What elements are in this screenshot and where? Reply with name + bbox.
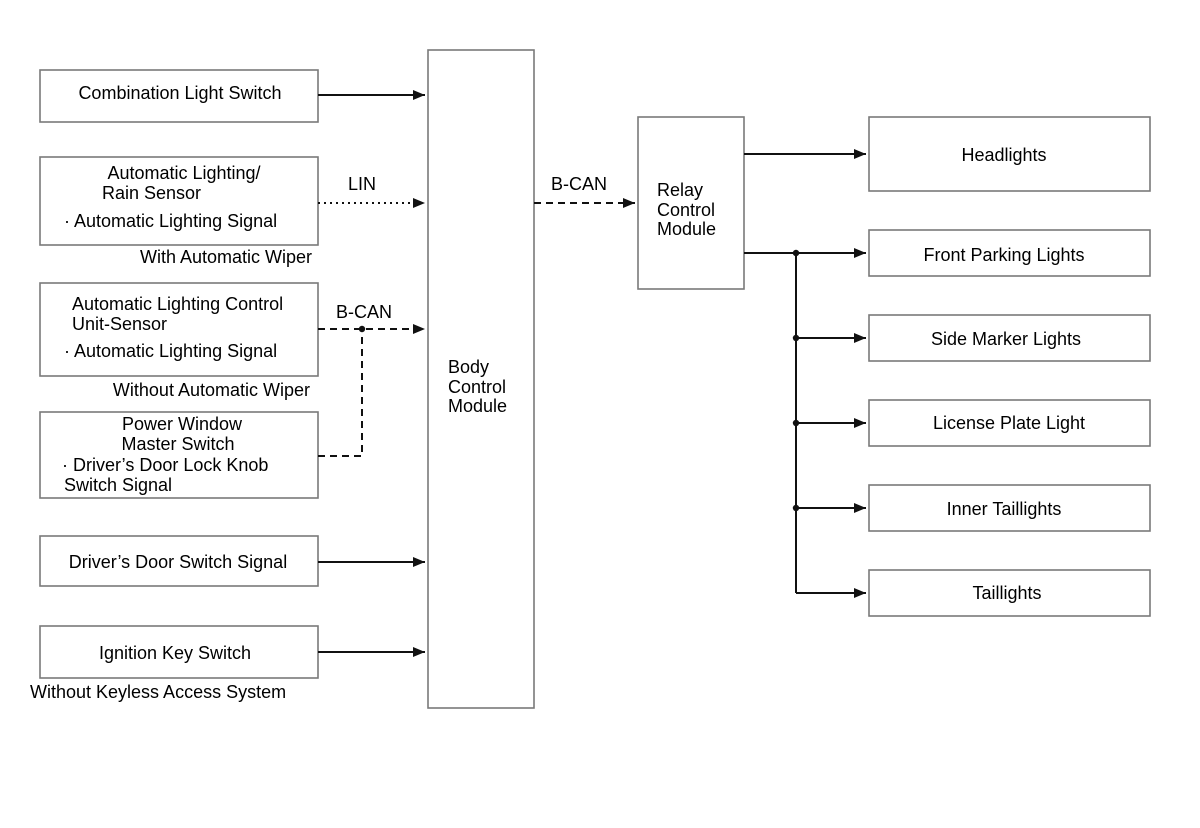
headlights-label: Headlights: [961, 145, 1046, 165]
auto-lighting-control-unit-label-1: Automatic Lighting Control: [72, 294, 283, 314]
without-automatic-wiper-note: Without Automatic Wiper: [113, 380, 310, 400]
body-control-module-block: Body Control Module: [427, 49, 535, 709]
bcan-output-label: B-CAN: [551, 174, 607, 194]
body-control-module-label-2: Control: [448, 377, 506, 397]
lin-bus-label: LIN: [348, 174, 376, 194]
drivers-door-switch-label: Driver’s Door Switch Signal: [69, 552, 287, 572]
junction-dot: [792, 249, 800, 257]
side-marker-lights-label: Side Marker Lights: [931, 329, 1081, 349]
with-automatic-wiper-note: With Automatic Wiper: [140, 247, 312, 267]
power-window-master-switch-label-1: Power Window: [122, 414, 243, 434]
body-control-module-label-1: Body: [448, 357, 489, 377]
ignition-key-switch-block: Ignition Key Switch Without Keyless Acce…: [30, 625, 319, 702]
drivers-door-switch-block: Driver’s Door Switch Signal: [39, 535, 319, 587]
junction-dot: [792, 334, 800, 342]
auto-lighting-rain-sensor-label-2: Rain Sensor: [102, 183, 201, 203]
relay-control-module-label-2: Control: [657, 200, 715, 220]
relay-control-module-block: Relay Control Module: [637, 116, 745, 290]
bcan-junction-dot: [358, 325, 366, 333]
body-control-module-label-3: Module: [448, 396, 507, 416]
relay-control-module-label-3: Module: [657, 219, 716, 239]
inner-taillights-label: Inner Taillights: [947, 499, 1062, 519]
front-parking-lights-label: Front Parking Lights: [923, 245, 1084, 265]
auto-lighting-control-unit-label-2: Unit-Sensor: [72, 314, 167, 334]
license-plate-light-label: License Plate Light: [933, 413, 1085, 433]
auto-lighting-rain-sensor-block: Automatic Lighting/ Rain Sensor · Automa…: [39, 156, 319, 267]
junction-dot: [792, 504, 800, 512]
auto-lighting-rain-sensor-label-1: Automatic Lighting/: [107, 163, 260, 183]
inner-taillights-block: Inner Taillights: [868, 484, 1151, 532]
headlights-block: Headlights: [868, 116, 1151, 192]
ignition-key-switch-label: Ignition Key Switch: [99, 643, 251, 663]
taillights-block: Taillights: [868, 569, 1151, 617]
auto-lighting-control-unit-signal: · Automatic Lighting Signal: [64, 341, 277, 361]
combination-light-switch-block: Combination Light Switch: [39, 69, 319, 123]
power-window-master-switch-signal-2: Switch Signal: [64, 475, 172, 495]
auto-lighting-rain-sensor-signal: · Automatic Lighting Signal: [64, 211, 277, 231]
front-parking-lights-block: Front Parking Lights: [868, 229, 1151, 277]
junction-dot: [792, 419, 800, 427]
auto-lighting-control-unit-block: Automatic Lighting Control Unit-Sensor ·…: [39, 282, 319, 400]
license-plate-light-block: License Plate Light: [868, 399, 1151, 447]
without-keyless-access-note: Without Keyless Access System: [30, 682, 286, 702]
power-window-master-switch-label-2: Master Switch: [121, 434, 234, 454]
bcan-input-label: B-CAN: [336, 302, 392, 322]
power-window-master-switch-block: Power Window Master Switch · Driver’s Do…: [39, 411, 319, 499]
relay-control-module-label-1: Relay: [657, 180, 703, 200]
combination-light-switch-label: Combination Light Switch: [78, 83, 281, 103]
power-window-bcan-line: [318, 329, 363, 457]
side-marker-lights-block: Side Marker Lights: [868, 314, 1151, 362]
taillights-label: Taillights: [972, 583, 1041, 603]
power-window-master-switch-signal-1: · Driver’s Door Lock Knob: [62, 455, 268, 475]
